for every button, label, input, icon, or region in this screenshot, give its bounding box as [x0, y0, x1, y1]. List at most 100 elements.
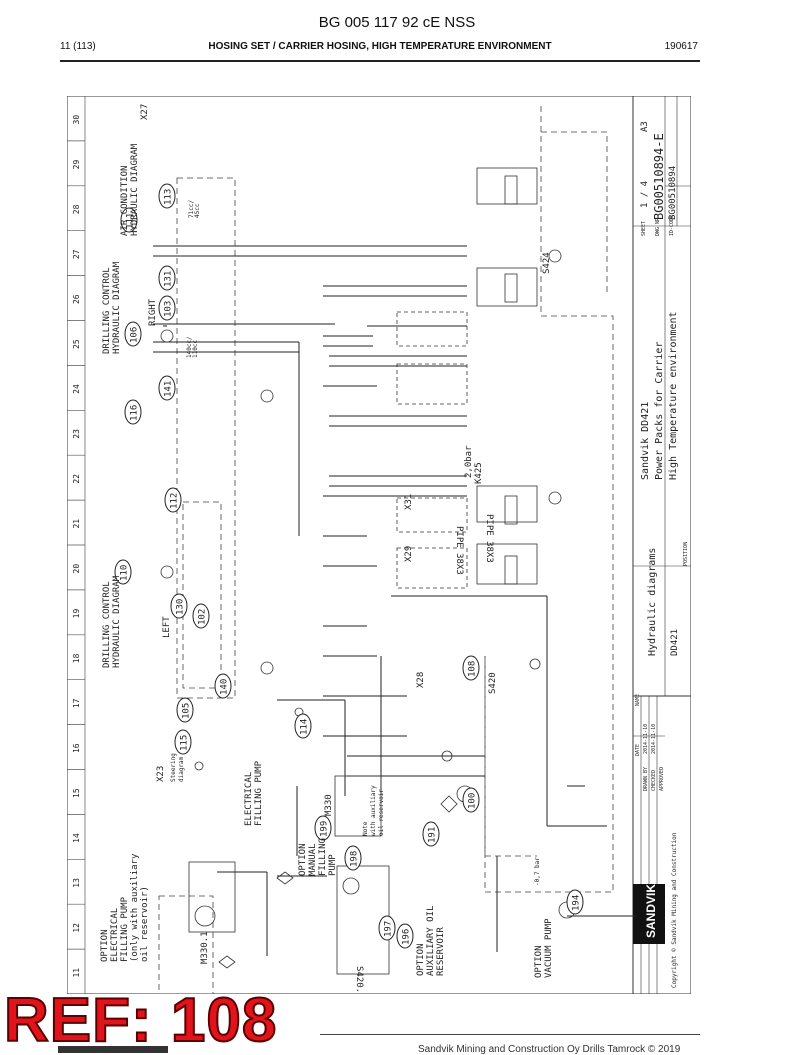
callout-111: 111: [120, 207, 138, 233]
callout-194: 194: [566, 889, 584, 915]
drill-right-1: DRILLING CONTROL: [102, 267, 112, 354]
grid-number: 20: [72, 564, 81, 574]
grid-number: 17: [72, 698, 81, 708]
ac-label-1: AIR CONDITION: [120, 166, 130, 236]
grid-number: 19: [72, 609, 81, 619]
callout-196: 196: [396, 923, 414, 949]
tb-sheet-no: 1 / 4: [640, 181, 650, 208]
svg-text:141: 141: [164, 381, 174, 397]
x28-label: X28: [416, 672, 426, 688]
vac-bar: -0,7 bar: [534, 857, 541, 886]
callout-191: 191: [422, 821, 440, 847]
callout-105: 105: [176, 697, 194, 723]
callout-198: 198: [344, 845, 362, 871]
callout-141: 141: [158, 375, 176, 401]
tb-company: Sandvik DD421: [640, 402, 651, 480]
pump-right-1b: 110cc: [192, 340, 199, 358]
callout-112: 112: [164, 487, 182, 513]
title-block: SANDVIK Copyright © Sandvik Mining and C…: [632, 96, 691, 994]
s420-label: S420: [488, 672, 498, 694]
svg-text:140: 140: [220, 679, 230, 695]
svg-text:114: 114: [300, 719, 310, 735]
opt-man-4: PUMP: [328, 854, 338, 876]
opt-man-1: OPTION: [298, 843, 308, 876]
grid-number: 28: [72, 204, 81, 214]
vac-1: OPTION: [534, 945, 544, 978]
hose-lines: [153, 245, 637, 956]
grid-number: 14: [72, 833, 81, 843]
schematic-labels: AIR CONDITION HYDRAULIC DIAGRAM X27 DRIL…: [100, 104, 554, 994]
tb-name-col: NAME: [635, 694, 641, 706]
svg-text:131: 131: [164, 271, 174, 287]
brand-logo: SANDVIK: [644, 884, 658, 938]
grid-number: 24: [72, 384, 81, 394]
svg-text:116: 116: [130, 405, 140, 421]
grid-number: 26: [72, 294, 81, 304]
bar-label: 2,0bar: [464, 445, 474, 478]
vac-2: VACUUM PUMP: [544, 918, 554, 978]
pipe-label-2: PIPE 38X3: [454, 526, 464, 575]
callout-102: 102: [192, 603, 210, 629]
tb-position: POSITION: [683, 542, 689, 566]
grid-number: 23: [72, 429, 81, 439]
x23-label: X23: [156, 766, 166, 782]
opt-elec-4: (only with auxiliary: [130, 853, 140, 962]
callout-106: 106: [124, 321, 142, 347]
tb-id-code: BG00510894: [668, 166, 678, 220]
footer-divider: [320, 1034, 700, 1035]
tb-id-label: ID-CODE: [669, 215, 675, 236]
callout-140: 140: [214, 673, 232, 699]
document-id: BG 005 117 92 cE NSS: [318, 14, 476, 31]
opt-man-3: FILLING: [318, 838, 328, 876]
callout-110: 110: [114, 559, 132, 585]
pump-right-1: 140cc/: [186, 336, 193, 358]
callout-199: 199: [314, 815, 332, 841]
steering-1: Steering: [170, 753, 177, 782]
opt-elec-3: FILLING PUMP: [120, 896, 130, 962]
grid-number: 25: [72, 339, 81, 349]
opt-elec-1: OPTION: [100, 929, 110, 962]
callout-103: 103: [158, 295, 176, 321]
k425-label: K425: [474, 462, 484, 484]
x31-label: X31: [404, 494, 414, 510]
tb-model: DD421: [670, 629, 680, 656]
tb-sheet-label: SHEET: [641, 221, 647, 236]
svg-text:112: 112: [170, 493, 180, 509]
ac-label-2: HYDRAULIC DIAGRAM: [130, 143, 140, 236]
tb-date1: 2014-11-10: [643, 724, 649, 754]
svg-text:102: 102: [198, 609, 208, 625]
opt-elec-5: oil reservoir): [140, 886, 150, 962]
grid-number: 12: [72, 923, 81, 933]
svg-text:105: 105: [182, 703, 192, 719]
aux-3: RESERVOIR: [436, 927, 446, 976]
s4201-label: S420.1: [354, 966, 364, 994]
tb-date2: 2014-11-10: [651, 724, 657, 754]
dashed-boundaries: [158, 106, 614, 994]
opt-elec-2: ELECTRICAL: [110, 908, 120, 962]
grid-number: 27: [72, 249, 81, 259]
header-divider: [60, 60, 700, 62]
grid-number: 15: [72, 788, 81, 798]
pipe-label-1: PIPE 38X3: [484, 514, 494, 563]
tb-checked: CHECKED: [651, 770, 657, 791]
tb-diagram: Hydraulic diagrams: [647, 548, 658, 656]
efp-1: ELECTRICAL: [244, 772, 254, 826]
pump-right-2b: 45cc: [194, 203, 201, 218]
footer-logo: [58, 1046, 168, 1053]
m3301-label: M330.1: [200, 931, 210, 964]
callout-116: 116: [124, 399, 142, 425]
tb-dwg-label: DWG NR: [655, 217, 661, 236]
aux-2: AUXILIARY OIL: [426, 906, 436, 976]
m330-label: M330: [324, 794, 334, 816]
svg-text:196: 196: [402, 929, 412, 945]
tb-desc2: High Temperature environment: [668, 311, 679, 480]
efp-2: FILLING PUMP: [254, 760, 264, 826]
tb-approved: APPROVED: [659, 767, 665, 791]
callout-197: 197: [378, 915, 396, 941]
tb-desc1: Power Packs for Carrier: [654, 342, 665, 480]
footer-text: Sandvik Mining and Construction Oy Drill…: [418, 1044, 681, 1055]
pump-right-2: 71cc/: [188, 200, 195, 218]
x27-label: X27: [140, 104, 150, 120]
hydraulic-schematic: 1112131415161718192021222324252627282930…: [67, 96, 691, 994]
tb-date-col: DATE: [635, 744, 641, 756]
